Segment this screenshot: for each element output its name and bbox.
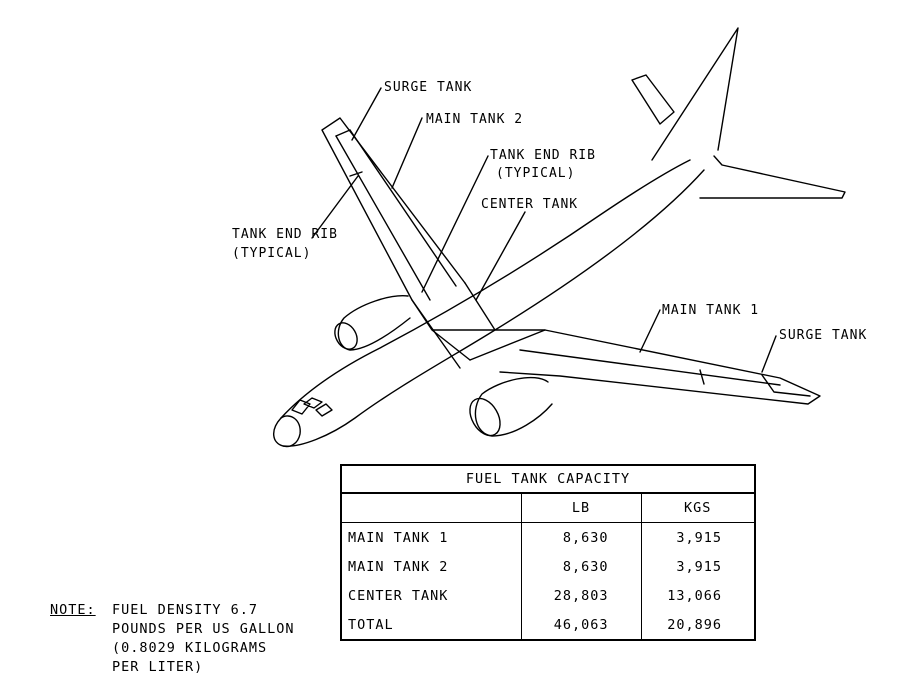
row-kgs: 3,915 bbox=[640, 552, 755, 581]
right-engine bbox=[474, 376, 553, 437]
leader-center-tank bbox=[475, 211, 526, 301]
center-tank-label: CENTER TANK bbox=[481, 197, 579, 212]
right-engine-inlet bbox=[469, 397, 501, 437]
tank-end-rib-left-label-2: (TYPICAL) bbox=[232, 246, 312, 261]
leader-tank-end-rib-left bbox=[311, 175, 359, 239]
row-kgs: 20,896 bbox=[640, 610, 755, 640]
table-header-lb: LB bbox=[520, 493, 641, 523]
row-lb: 28,803 bbox=[520, 581, 641, 610]
row-lb: 8,630 bbox=[520, 522, 641, 552]
row-name: MAIN TANK 2 bbox=[348, 558, 449, 575]
surge-tank-left-label: SURGE TANK bbox=[384, 80, 473, 95]
left-wing-tank-line bbox=[335, 129, 457, 301]
vertical-stabilizer-far bbox=[631, 74, 675, 125]
fuel-tank-capacity-table: FUEL TANK CAPACITY LB KGS MAIN TANK 1 8,… bbox=[340, 464, 756, 641]
table-header-row: LB KGS bbox=[341, 493, 755, 523]
main-tank-2-label: MAIN TANK 2 bbox=[426, 112, 524, 127]
row-kgs: 3,915 bbox=[640, 522, 755, 552]
leader-tank-end-rib-right bbox=[421, 155, 489, 293]
leader-surge-tank-left bbox=[351, 87, 382, 141]
left-engine-inlet bbox=[334, 322, 358, 350]
vertical-stabilizer bbox=[651, 27, 739, 161]
table-row: TOTAL 46,063 20,896 bbox=[341, 610, 755, 640]
horizontal-stabilizer bbox=[699, 155, 846, 199]
table-title: FUEL TANK CAPACITY bbox=[341, 465, 755, 494]
cockpit-windows bbox=[291, 397, 333, 417]
note-line: POUNDS PER US GALLON bbox=[112, 621, 295, 637]
leader-main-tank-2 bbox=[391, 117, 423, 189]
note-line: FUEL DENSITY 6.7 bbox=[112, 602, 259, 618]
row-name: CENTER TANK bbox=[348, 587, 449, 604]
main-tank-1-label: MAIN TANK 1 bbox=[662, 303, 760, 318]
table-row: CENTER TANK 28,803 13,066 bbox=[341, 581, 755, 610]
nose-cone bbox=[280, 415, 301, 448]
row-lb: 46,063 bbox=[520, 610, 641, 640]
fuselage bbox=[273, 159, 705, 447]
table-row: MAIN TANK 1 8,630 3,915 bbox=[341, 522, 755, 552]
leader-surge-tank-right bbox=[761, 335, 777, 373]
table-header-name bbox=[341, 493, 521, 523]
tank-end-rib-right-label-1: TANK END RIB bbox=[490, 148, 596, 163]
leader-main-tank-1 bbox=[639, 309, 661, 353]
right-wing-tank-line bbox=[519, 349, 811, 397]
left-engine bbox=[337, 295, 411, 351]
tank-end-rib-left-label-1: TANK END RIB bbox=[232, 227, 338, 242]
row-name: TOTAL bbox=[348, 616, 394, 633]
left-wing bbox=[321, 117, 466, 369]
surge-tank-right-label: SURGE TANK bbox=[779, 328, 868, 343]
row-lb: 8,630 bbox=[520, 552, 641, 581]
row-kgs: 13,066 bbox=[640, 581, 755, 610]
table-header-kgs: KGS bbox=[640, 493, 755, 523]
note-label: NOTE: bbox=[50, 602, 96, 618]
density-note: NOTE: FUEL DENSITY 6.7 POUNDS PER US GAL… bbox=[50, 601, 295, 677]
table-row: MAIN TANK 2 8,630 3,915 bbox=[341, 552, 755, 581]
left-surge-rib bbox=[335, 129, 363, 177]
note-line: (0.8029 KILOGRAMS bbox=[112, 640, 268, 656]
note-line: PER LITER) bbox=[112, 659, 204, 675]
center-wing-box bbox=[411, 282, 546, 361]
row-name: MAIN TANK 1 bbox=[348, 529, 449, 546]
tank-end-rib-right-label-2: (TYPICAL) bbox=[496, 166, 576, 181]
